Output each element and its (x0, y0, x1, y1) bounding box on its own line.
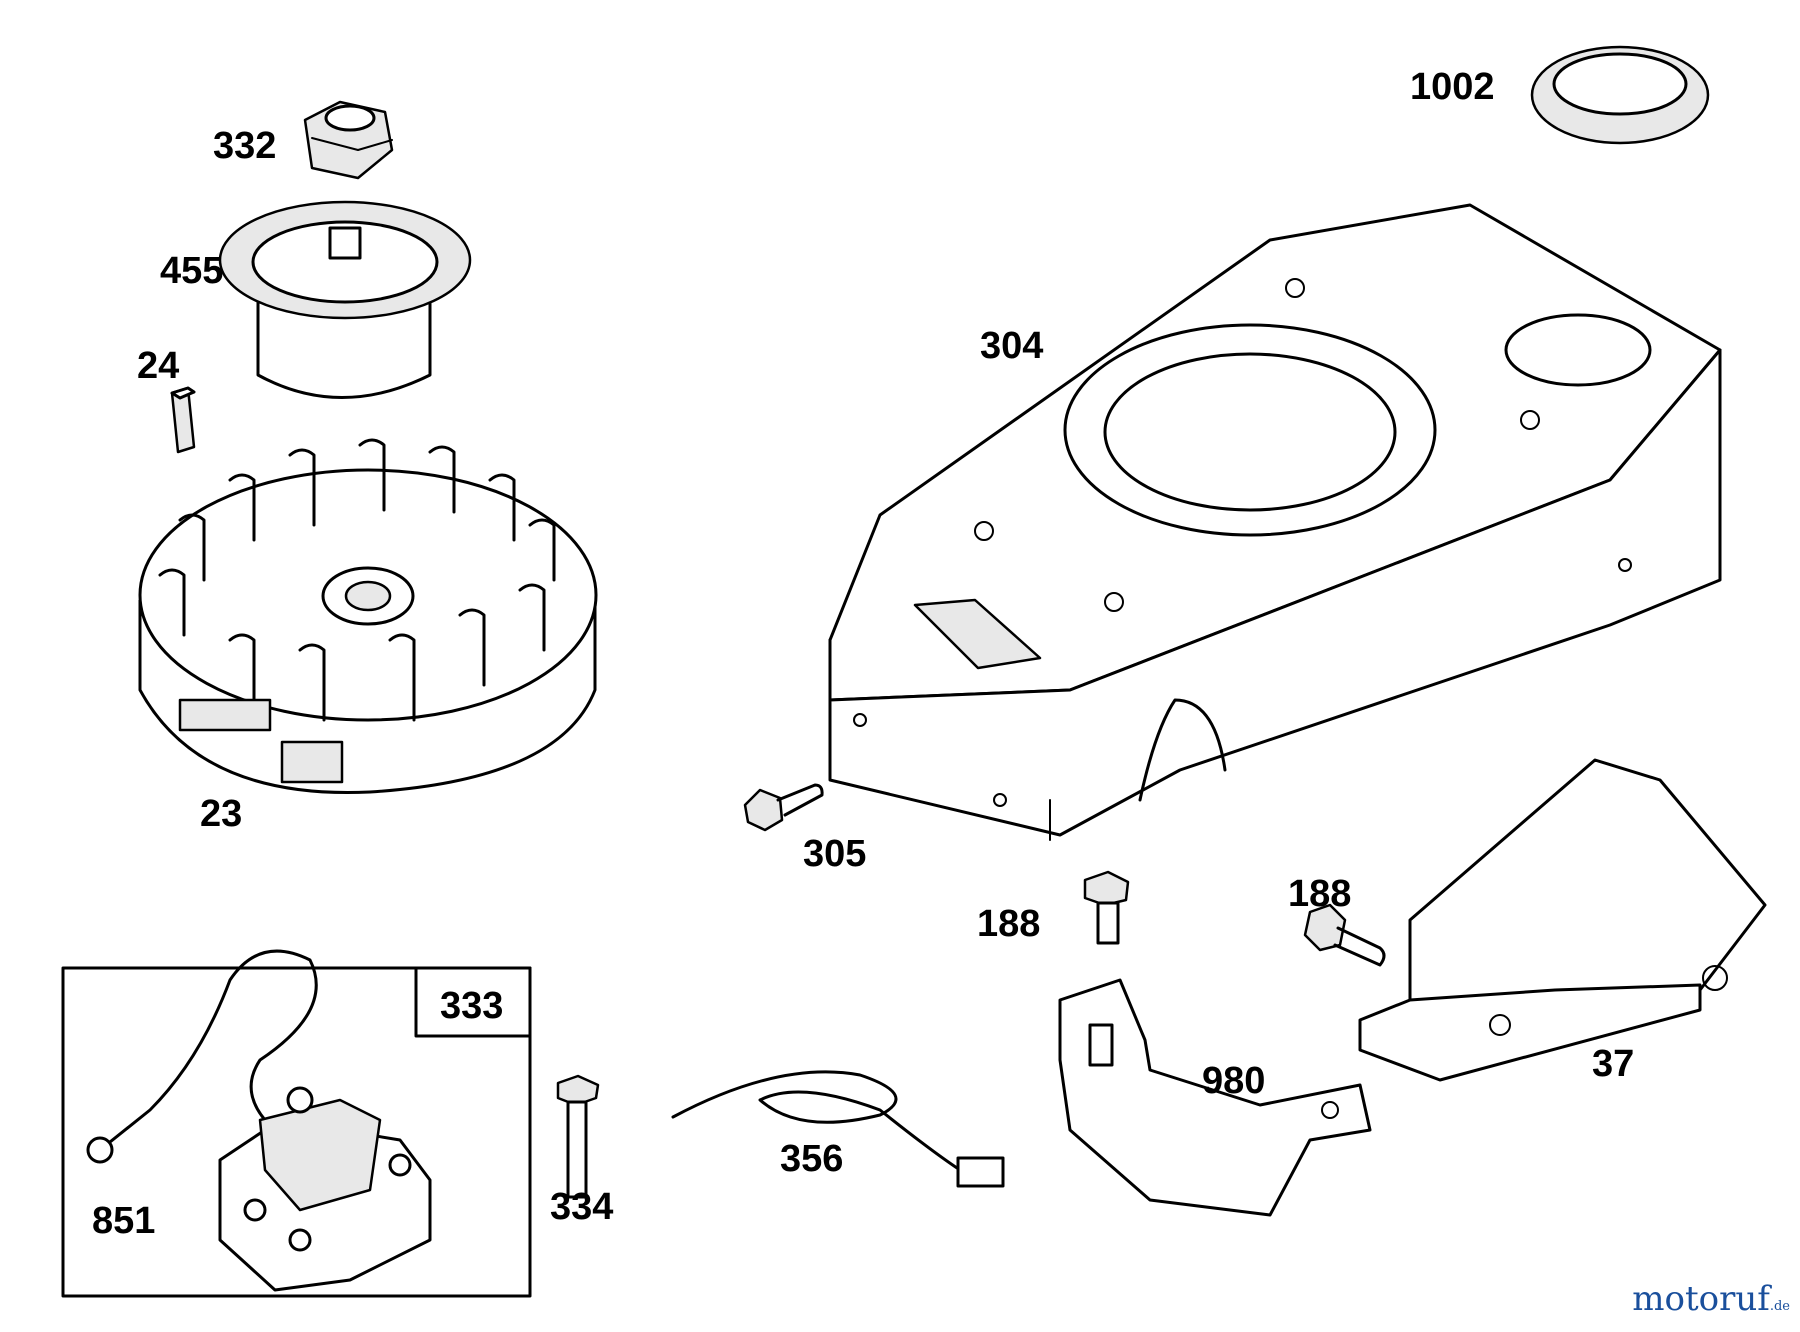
watermark-logo: motoruf.de (1632, 1279, 1790, 1319)
watermark-suffix: .de (1769, 1299, 1790, 1314)
part-label-23: 23 (200, 793, 243, 835)
bolt-305-icon (743, 783, 824, 832)
part-label-188-right: 188 (1288, 873, 1352, 915)
part-label-37: 37 (1592, 1043, 1635, 1085)
part-label-188-left: 188 (977, 903, 1041, 945)
ignition-coil-box (61, 966, 532, 1298)
part-label-356: 356 (780, 1138, 844, 1180)
flywheel-key-24-icon (170, 386, 196, 454)
part-label-304: 304 (980, 325, 1044, 367)
grommet-1002-icon (1530, 45, 1710, 145)
part-label-332: 332 (213, 125, 277, 167)
bolt-334-icon (556, 1074, 600, 1199)
part-label-305: 305 (803, 833, 867, 875)
watermark-text: motoruf (1632, 1279, 1770, 1319)
bracket-980-icon (1058, 978, 1372, 1217)
part-label-24: 24 (137, 345, 180, 387)
wire-356-icon (671, 1070, 1005, 1188)
ignition-coil-851-icon (86, 949, 432, 1292)
flywheel-23-icon (138, 438, 598, 795)
bracket-37-icon (1358, 758, 1767, 1082)
part-label-1002: 1002 (1410, 66, 1495, 108)
part-label-851: 851 (92, 1200, 156, 1242)
hex-nut-332-icon (303, 100, 394, 180)
part-label-980: 980 (1202, 1060, 1266, 1102)
bolt-188-vertical-icon (1083, 870, 1130, 945)
starter-cup-455-icon (218, 200, 472, 399)
part-label-333: 333 (440, 985, 504, 1027)
part-label-334: 334 (550, 1186, 614, 1228)
bolt-188-angled-icon (1303, 903, 1386, 967)
blower-housing-304-icon (828, 203, 1722, 841)
part-label-455: 455 (160, 250, 224, 292)
box-label-333-frame (414, 966, 532, 1038)
